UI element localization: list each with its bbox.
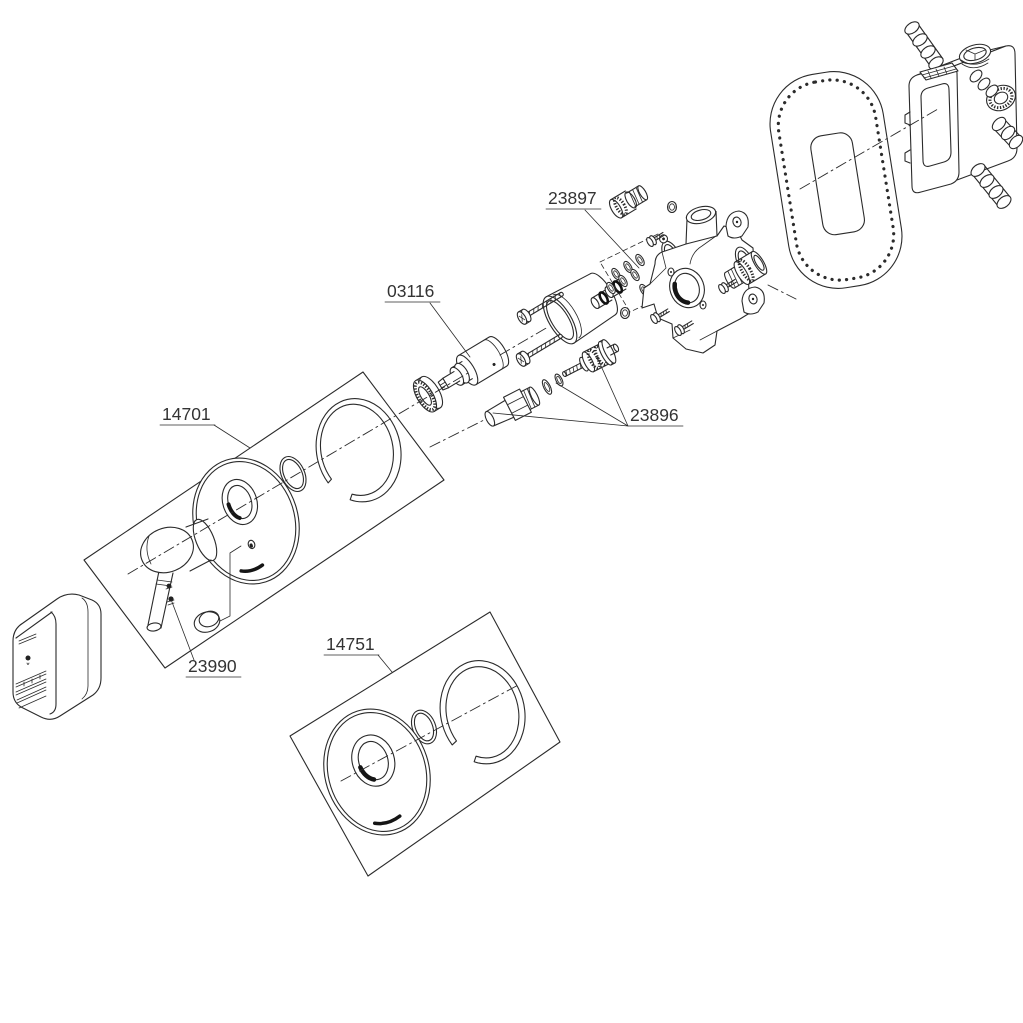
part-label-lever-trim-set: 14701	[159, 404, 251, 449]
valve-body	[641, 205, 765, 354]
part-number-text: 23896	[630, 405, 679, 425]
part-label-shutoff-parts: 23896	[492, 356, 684, 427]
pipe-stub-bottom	[970, 163, 1012, 209]
trim-group-14751	[289, 611, 561, 877]
part-label-cartridge: 03116	[384, 281, 471, 358]
mounting-ear-top	[725, 210, 749, 239]
cartridge-nut	[412, 375, 444, 413]
top-port	[958, 43, 992, 69]
small-o-ring	[554, 373, 564, 387]
pipe-stub-mid	[969, 69, 999, 98]
group-box-14701	[83, 371, 445, 669]
handle-set-screws	[165, 583, 175, 606]
part-number-text: 03116	[387, 281, 434, 301]
washer	[541, 379, 553, 395]
body-screws	[619, 200, 738, 337]
trim-group-14701	[83, 371, 445, 669]
plug-upper	[608, 185, 649, 219]
part-label-seal-kit: 23897	[545, 188, 640, 269]
flush-sleeve	[542, 272, 618, 345]
part-number-text: 23897	[548, 188, 597, 208]
o-ring-14751	[410, 709, 438, 745]
check-valve	[484, 386, 541, 427]
lever-handle	[140, 518, 218, 632]
part-labels: 23897 03116 14701 23896 23990 14751	[159, 188, 684, 678]
cartridge-03116	[437, 336, 510, 391]
plaster-guard	[12, 593, 102, 720]
wall-seal-gasket	[769, 71, 903, 289]
escutcheon-14751	[323, 708, 431, 836]
kit-o-rings	[606, 253, 649, 297]
cap-leader	[219, 545, 242, 622]
mounting-grate	[919, 62, 959, 81]
cover-cap	[193, 610, 221, 633]
c-ring-14751	[439, 660, 526, 765]
valve-assembly	[412, 185, 768, 427]
long-screw	[515, 333, 563, 367]
c-ring-14701	[315, 398, 402, 503]
part-number-text: 14701	[162, 404, 211, 424]
part-label-set-screw: 23990	[171, 601, 242, 678]
long-screw	[516, 291, 564, 325]
o-ring-14701	[279, 455, 307, 493]
center-axes	[127, 108, 939, 782]
plug-right	[724, 250, 768, 289]
hex-nut	[666, 200, 678, 214]
cartridge-boss	[667, 267, 707, 310]
part-number-text: 14751	[326, 634, 375, 654]
group-box-14751	[289, 611, 561, 877]
hex-nut	[619, 306, 631, 320]
part-label-plate-trim-set: 14751	[323, 634, 393, 673]
part-number-text: 23990	[188, 656, 237, 676]
pipe-stub-top	[904, 21, 944, 70]
rough-in-box	[904, 21, 1023, 209]
pipe-stub-right	[991, 116, 1023, 150]
mounting-ear-bottom	[741, 286, 765, 315]
vent-louvers	[15, 670, 47, 709]
